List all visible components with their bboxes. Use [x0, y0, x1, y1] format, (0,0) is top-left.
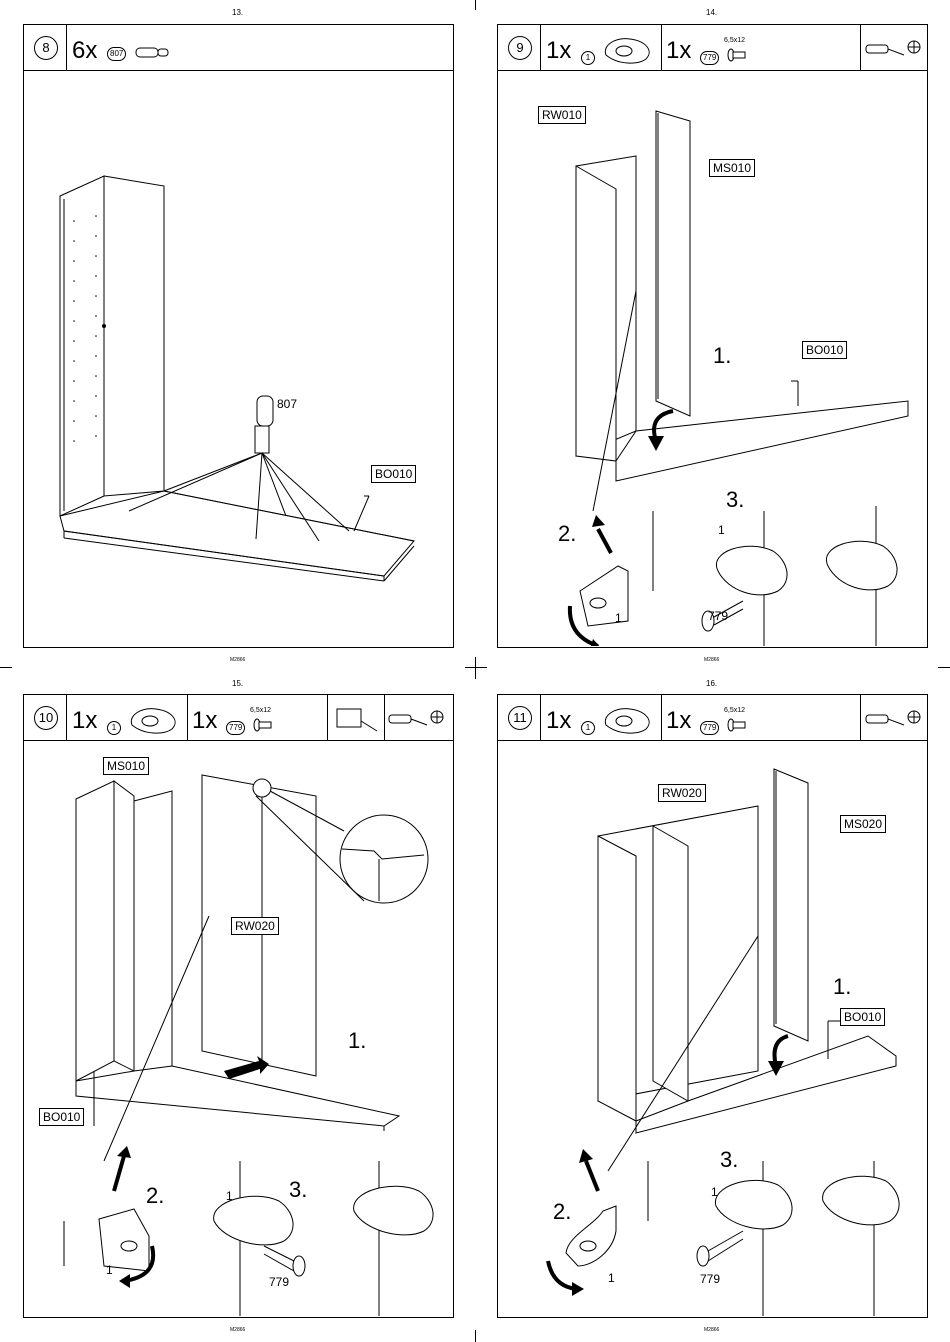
footer-code: M2866	[704, 657, 719, 663]
quantity: 6x	[72, 39, 97, 63]
bracket-part-number: 1	[718, 523, 725, 537]
screw-icon	[252, 717, 274, 735]
quantity: 1x	[192, 709, 217, 733]
bracket-part-number: 1	[106, 1263, 113, 1277]
bracket-part-number: 1	[615, 611, 622, 625]
part-label-bo010: BO010	[840, 1008, 885, 1026]
substep-2: 2.	[553, 1199, 571, 1225]
screw-size: 6,5x12	[724, 707, 745, 714]
step-number: 11	[508, 706, 532, 730]
screw-part-number: 779	[269, 1275, 289, 1289]
quantity: 1x	[546, 709, 571, 733]
bracket-part-number: 1	[711, 1185, 718, 1199]
bracket-part-number: 1	[226, 1189, 233, 1203]
crop-mark	[475, 1330, 476, 1342]
screw-icon	[726, 47, 748, 65]
crop-mark	[475, 657, 476, 679]
crop-mark	[465, 667, 487, 668]
part-number-pill: 779	[700, 721, 719, 735]
screw-part-number: 779	[700, 1272, 720, 1286]
screw-size: 6,5x12	[724, 37, 745, 44]
footer-code: M2866	[704, 1327, 719, 1333]
bracket-icon	[124, 703, 184, 735]
callout-part-number: 807	[277, 397, 297, 411]
crop-mark	[0, 667, 12, 668]
bracket-icon	[598, 33, 658, 65]
step-header: 9 1x 1 1x 779 6,5x12	[498, 25, 927, 71]
step-11-panel: 11 1x 1 1x 779 6,5x12	[497, 694, 928, 1318]
part-number-pill: 807	[107, 47, 126, 61]
substep-1: 1.	[348, 1028, 366, 1054]
screwdriver-icon	[387, 707, 449, 733]
substep-3: 3.	[726, 487, 744, 513]
part-number-pill: 1	[107, 721, 121, 735]
mallet-icon	[331, 701, 381, 735]
step-9-panel: 9 1x 1 1x 779 6,5x12	[497, 24, 928, 648]
quantity: 1x	[666, 39, 691, 63]
part-number-pill: 779	[226, 721, 245, 735]
dowel-icon	[134, 43, 174, 63]
screw-size: 6,5x12	[250, 707, 271, 714]
part-label-rw020: RW020	[658, 784, 706, 802]
crop-mark	[475, 0, 476, 10]
substep-1: 1.	[713, 343, 731, 369]
step-number: 9	[508, 36, 532, 60]
footer-code: M2866	[230, 1327, 245, 1333]
part-label-ms010: MS010	[709, 159, 755, 177]
substep-2: 2.	[558, 521, 576, 547]
page-number: 13.	[232, 8, 243, 17]
page-number: 15.	[232, 679, 243, 688]
screwdriver-icon	[864, 707, 924, 733]
part-label-ms020: MS020	[840, 815, 886, 833]
part-number-pill: 779	[700, 51, 719, 65]
quantity: 1x	[72, 709, 97, 733]
step-10-illustration	[24, 741, 453, 1316]
part-label-bo010: BO010	[802, 341, 847, 359]
substep-2: 2.	[146, 1183, 164, 1209]
quantity: 1x	[666, 709, 691, 733]
step-header: 11 1x 1 1x 779 6,5x12	[498, 695, 927, 741]
step-8-illustration	[24, 71, 453, 646]
part-label-rw010: RW010	[538, 106, 586, 124]
part-label-ms010: MS010	[103, 757, 149, 775]
crop-mark	[938, 667, 950, 668]
step-header: 8 6x 807	[24, 25, 453, 71]
substep-3: 3.	[720, 1147, 738, 1173]
page-number: 16.	[706, 679, 717, 688]
screw-icon	[726, 717, 748, 735]
screwdriver-icon	[864, 37, 924, 63]
step-header: 10 1x 1 1x 779 6,5x12	[24, 695, 453, 741]
step-10-panel: 10 1x 1 1x 779 6,5x12	[23, 694, 454, 1318]
footer-code: M2866	[230, 657, 245, 663]
bracket-icon	[598, 703, 658, 735]
bracket-part-number: 1	[608, 1271, 615, 1285]
page-number: 14.	[706, 8, 717, 17]
part-label-bo010: BO010	[39, 1108, 84, 1126]
quantity: 1x	[546, 39, 571, 63]
part-number-pill: 1	[581, 721, 595, 735]
substep-3: 3.	[289, 1177, 307, 1203]
substep-1: 1.	[833, 974, 851, 1000]
screw-part-number: 779	[708, 609, 728, 623]
part-number-pill: 1	[581, 51, 595, 65]
step-8-panel: 8 6x 807	[23, 24, 454, 648]
step-number: 10	[34, 706, 58, 730]
part-label-rw020: RW020	[231, 917, 279, 935]
part-label-bo010: BO010	[371, 465, 416, 483]
step-number: 8	[34, 36, 58, 60]
